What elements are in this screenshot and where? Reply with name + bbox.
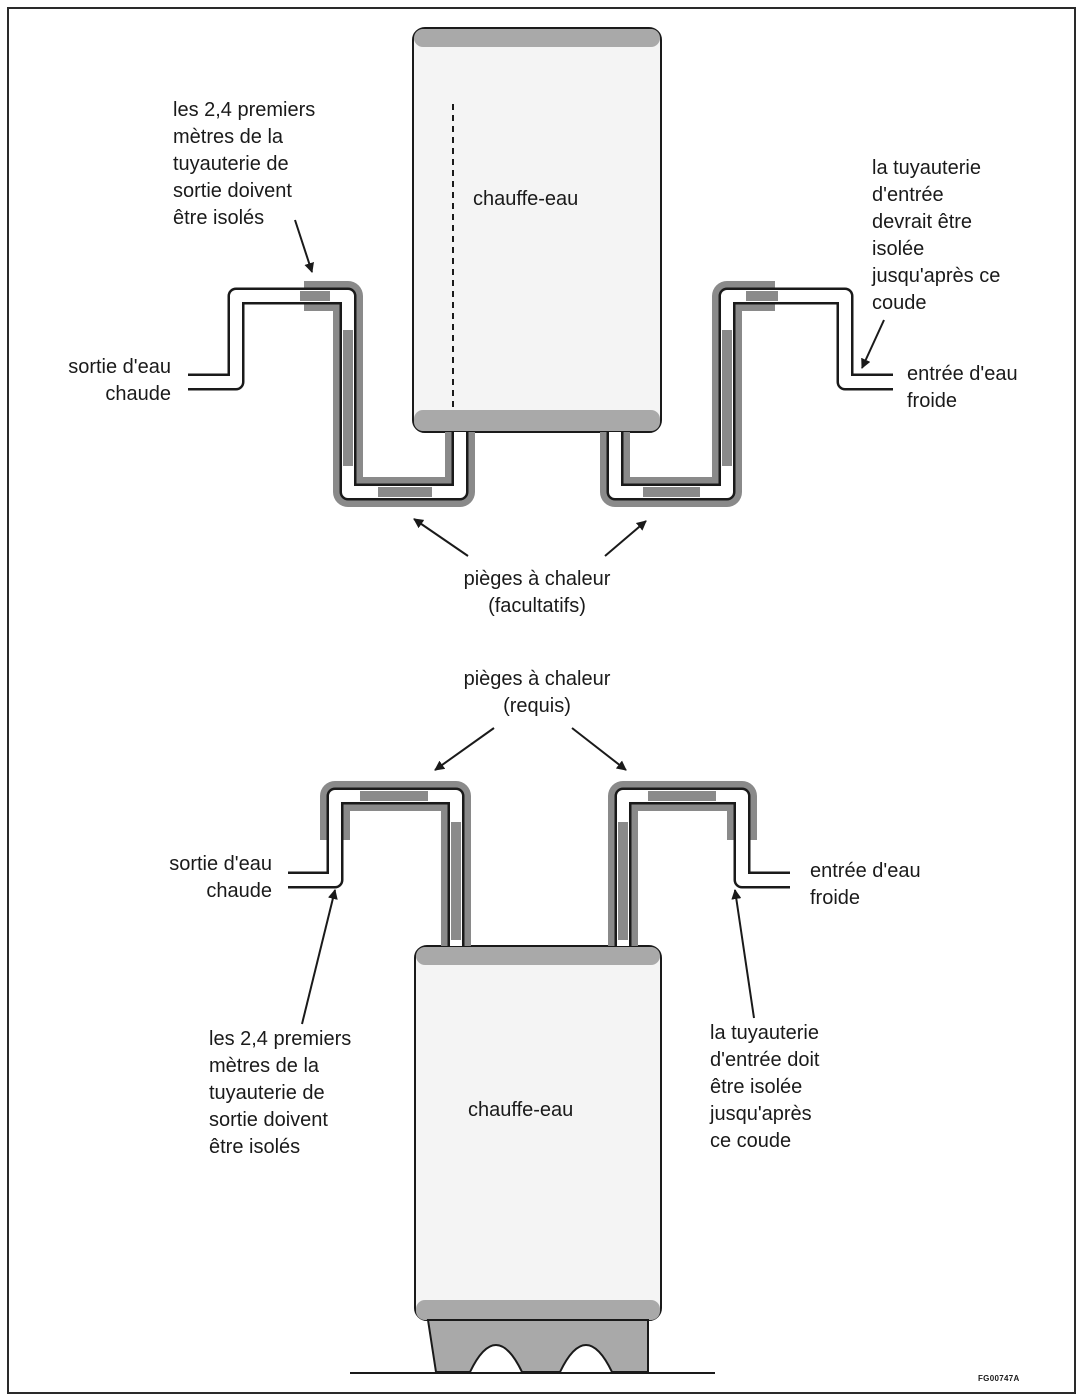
bottom-water-heater bbox=[414, 945, 662, 1321]
bottom-inlet-insulation-note: la tuyauterie d'entrée doit être isolée … bbox=[710, 1022, 820, 1152]
top-heater-label: chauffe-eau bbox=[473, 188, 579, 210]
top-hot-outlet-pipe bbox=[188, 281, 475, 507]
bottom-trap-arrow-left bbox=[434, 727, 495, 771]
bottom-heat-traps-label: pièges à chaleur (requis) bbox=[463, 668, 611, 717]
bottom-hot-outlet-label: sortie d'eau chaude bbox=[169, 853, 272, 902]
bottom-outlet-note-arrow bbox=[301, 889, 338, 1025]
top-outlet-note-arrow bbox=[294, 219, 314, 273]
bottom-heater-legs bbox=[426, 1319, 649, 1373]
top-cold-inlet-label: entrée d'eau froide bbox=[907, 363, 1018, 412]
top-heat-traps-label: pièges à chaleur (facultatifs) bbox=[463, 568, 611, 617]
top-outlet-insulation-note: les 2,4 premiers mètres de la tuyauterie… bbox=[173, 99, 316, 229]
top-trap-arrow-right bbox=[604, 520, 647, 557]
figure-reference: FG00747A bbox=[978, 1374, 1020, 1383]
top-water-heater bbox=[412, 27, 662, 433]
bottom-heater-label: chauffe-eau bbox=[468, 1099, 574, 1121]
bottom-outlet-insulation-note: les 2,4 premiers mètres de la tuyauterie… bbox=[209, 1028, 352, 1158]
bottom-trap-arrow-right bbox=[571, 727, 627, 771]
top-hot-outlet-label: sortie d'eau chaude bbox=[68, 356, 171, 405]
bottom-inlet-note-arrow bbox=[731, 889, 755, 1019]
bottom-cold-inlet-pipe bbox=[608, 781, 790, 946]
top-trap-arrow-left bbox=[413, 518, 469, 557]
bottom-cold-inlet-label: entrée d'eau froide bbox=[810, 860, 921, 909]
bottom-hot-outlet-pipe bbox=[288, 781, 471, 946]
top-inlet-note-arrow bbox=[861, 319, 885, 369]
top-cold-inlet-pipe bbox=[600, 281, 893, 507]
top-inlet-insulation-note: la tuyauterie d'entrée devrait être isol… bbox=[872, 157, 1001, 314]
figure-frame bbox=[7, 7, 1076, 1394]
